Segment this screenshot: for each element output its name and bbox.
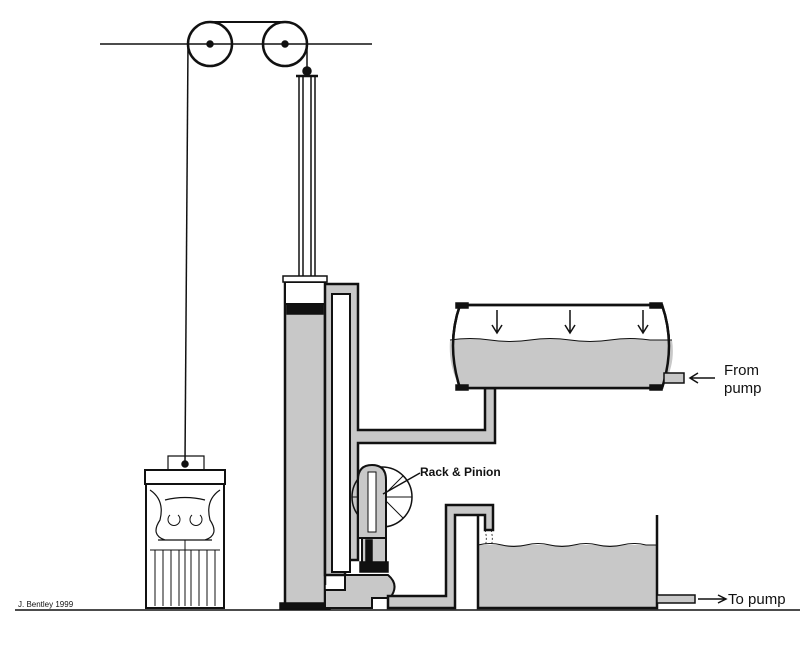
- pressure-arrows: [491, 310, 649, 335]
- cable-to-car: [184, 43, 189, 463]
- lower-tank: [476, 515, 728, 610]
- rack-pinion-label: Rack & Pinion: [420, 465, 501, 479]
- main-cylinder: [279, 275, 331, 610]
- upper-pressure-tank: [449, 302, 673, 391]
- control-valve: [324, 463, 421, 609]
- credit-label: J. Bentley 1999: [18, 600, 74, 609]
- from-pump-label-line2: pump: [724, 380, 762, 397]
- from-pump-label-line1: From: [724, 362, 759, 379]
- to-pump-label: To pump: [728, 591, 786, 608]
- piston: [286, 303, 324, 315]
- discharge-pipe: [386, 503, 495, 610]
- rack-pinion-leader: [382, 472, 421, 495]
- elevator-car: [144, 455, 226, 609]
- inlet-pipe: [663, 372, 715, 384]
- hook: [302, 66, 312, 76]
